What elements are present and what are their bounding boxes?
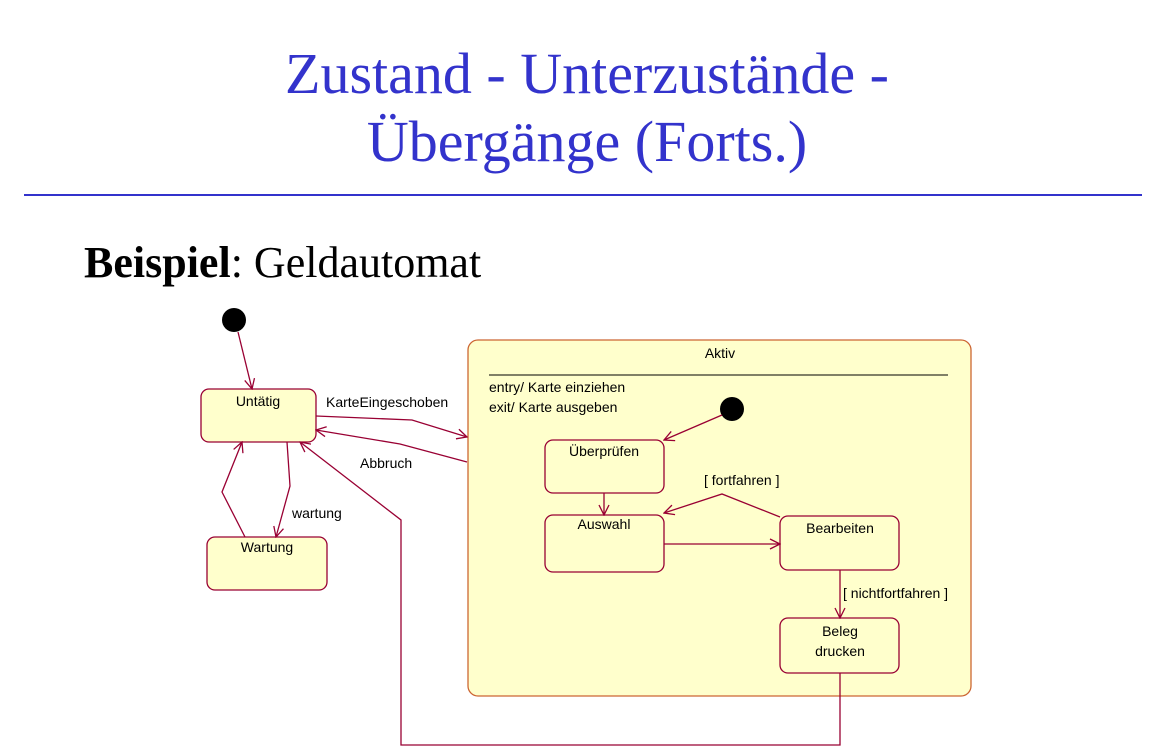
transition-untaetig-to-wartung xyxy=(276,441,291,537)
state-beleg-label-line-2: drucken xyxy=(815,643,865,659)
state-auswahl: Auswahl xyxy=(544,514,665,573)
state-bearbeiten: Bearbeiten xyxy=(779,515,900,571)
subtitle-bold: Beispiel xyxy=(84,238,231,287)
transition-initial-to-untaetig xyxy=(237,331,252,389)
state-wartung: Wartung xyxy=(206,536,328,591)
state-beleg-label-line-1: Beleg xyxy=(822,623,858,639)
initial-state-outer xyxy=(222,308,246,332)
state-ueberpruefen-label: Überprüfen xyxy=(569,442,639,459)
subtitle-rest: : Geldautomat xyxy=(230,238,482,287)
slide-title: Zustand - Unterzustände - Übergänge (For… xyxy=(0,40,1174,176)
title-divider xyxy=(24,194,1142,196)
state-wartung-label: Wartung xyxy=(241,539,293,555)
initial-state-inner xyxy=(720,397,744,421)
label-nicht-fortfahren: [ nichtfortfahren ] xyxy=(843,585,948,601)
transition-initial-to-ueberpruefen xyxy=(664,414,723,440)
state-ueberpruefen: Überprüfen xyxy=(544,439,665,494)
state-untaetig-label: Untätig xyxy=(236,393,280,409)
exit-action-text: exit/ Karte ausgeben xyxy=(489,399,617,415)
transition-karte-eingeschoben xyxy=(315,415,467,437)
slide-title-line-1: Zustand - Unterzustände - xyxy=(285,41,889,106)
composite-state-name: Aktiv xyxy=(705,345,735,361)
slide-subtitle: Beispiel: Geldautomat xyxy=(84,236,481,290)
label-fortfahren: [ fortfahren ] xyxy=(704,472,779,488)
entry-action-text: entry/ Karte einziehen xyxy=(489,379,625,395)
label-abbruch: Abbruch xyxy=(360,455,412,471)
slide-title-line-2: Übergänge (Forts.) xyxy=(366,109,808,174)
state-bearbeiten-label: Bearbeiten xyxy=(806,520,874,536)
transition-fortfahren xyxy=(664,493,781,518)
state-auswahl-label: Auswahl xyxy=(578,516,631,532)
transition-wartung-to-untaetig xyxy=(221,442,246,538)
label-wartung: wartung xyxy=(291,505,342,521)
state-beleg-drucken: Beleg drucken xyxy=(779,617,900,674)
transition-beleg-to-untaetig xyxy=(300,442,841,746)
state-untaetig: Untätig xyxy=(200,388,317,443)
transition-abbruch xyxy=(316,430,468,463)
composite-state-aktiv: Aktiv entry/ Karte einziehen exit/ Karte… xyxy=(467,339,972,697)
label-karte-eingeschoben: KarteEingeschoben xyxy=(326,394,448,410)
